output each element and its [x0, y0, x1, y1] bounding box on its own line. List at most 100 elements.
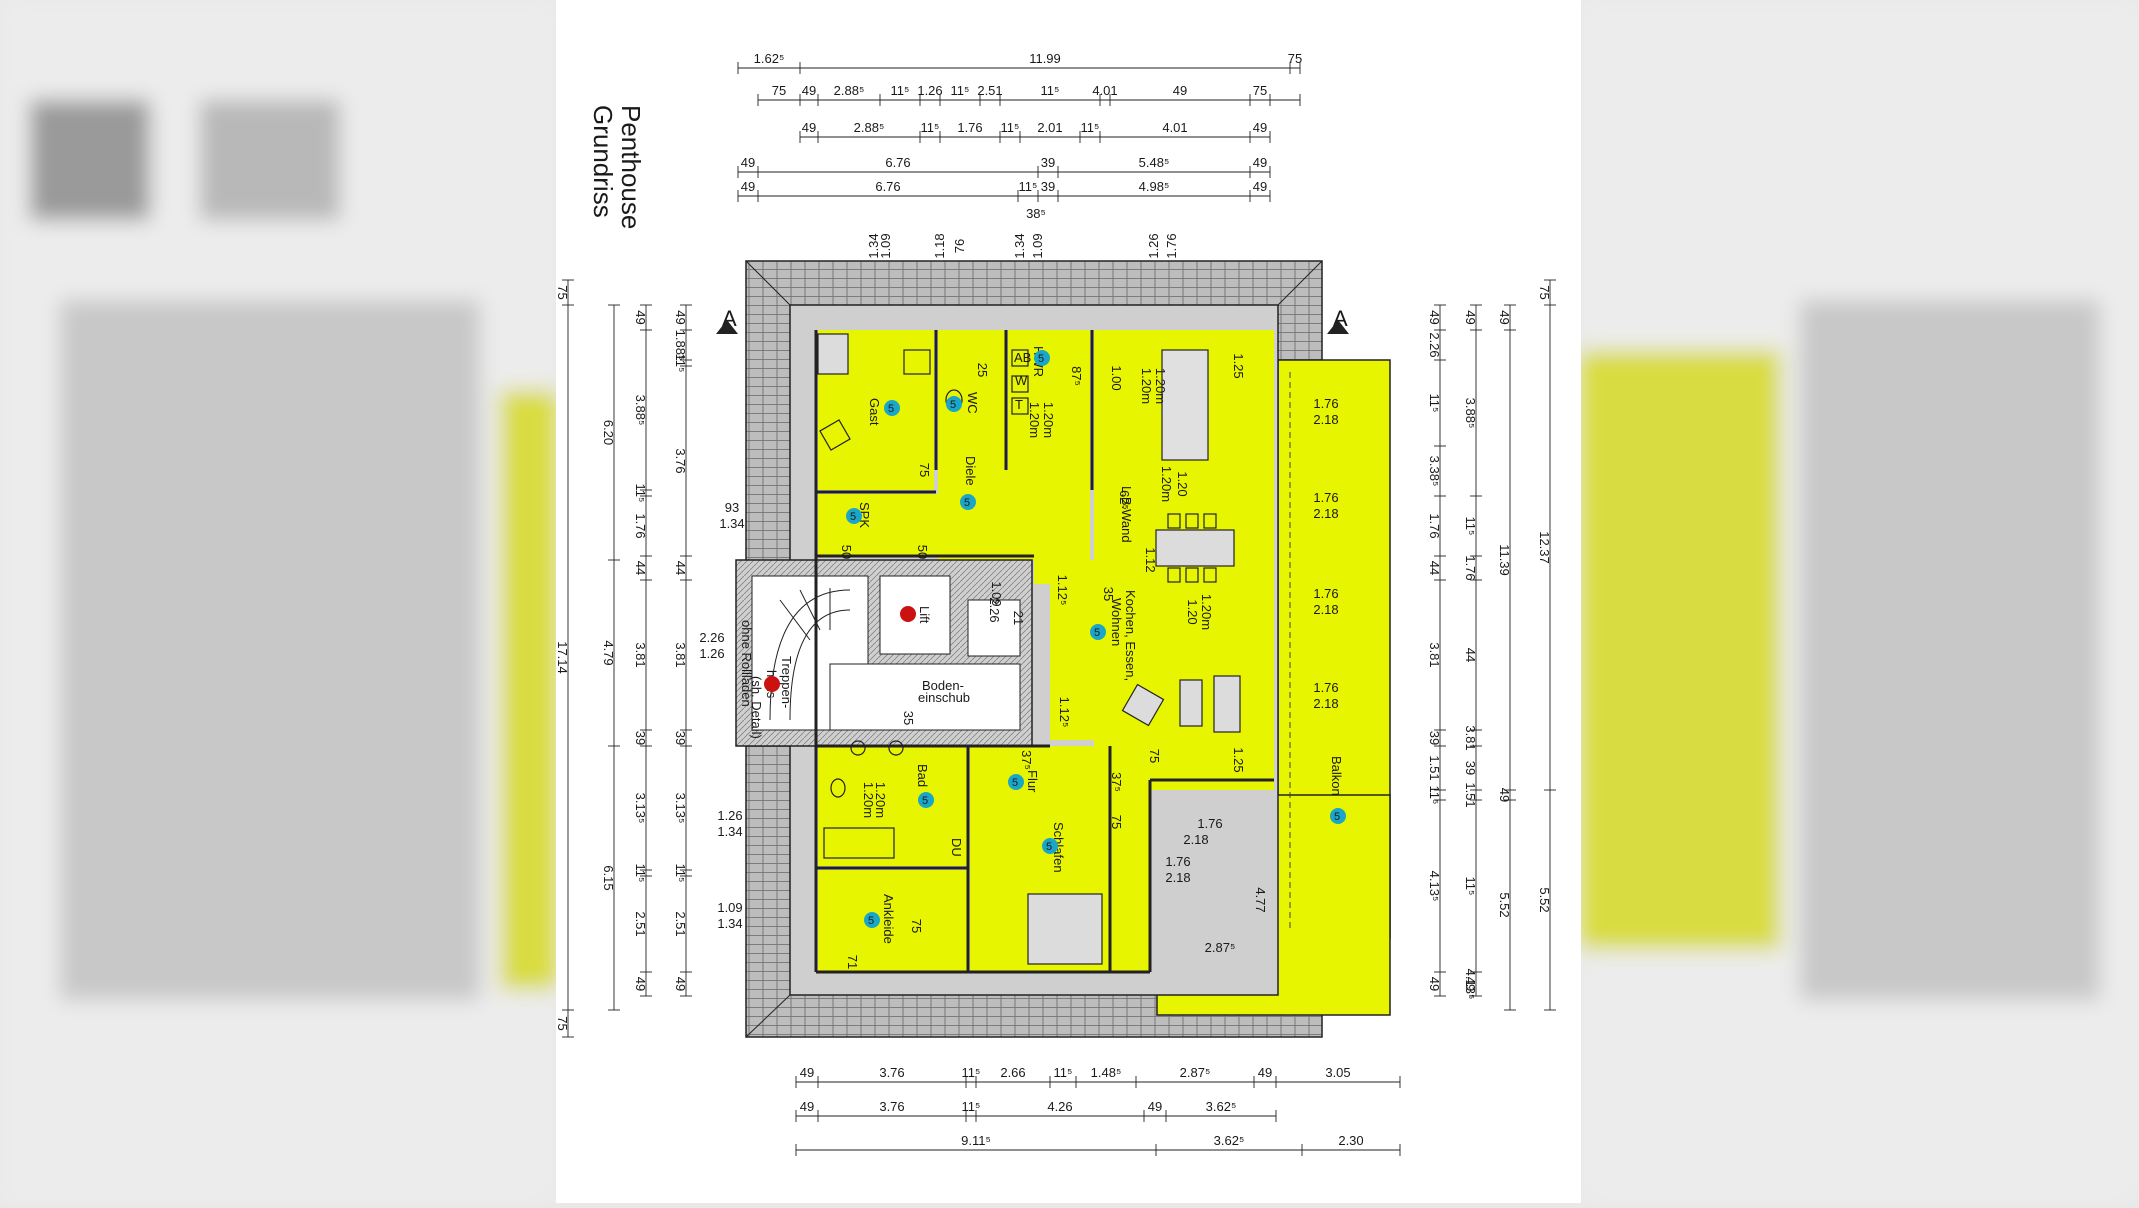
room-badges: 5 5 5 5 5 5 5 5 5 5 5 [764, 350, 1346, 928]
terrace-dim-5: 2.87⁵ [1205, 940, 1236, 955]
top-vert-label-1: 1.09 [878, 233, 893, 258]
terrace-dim-1: 2.18 [1183, 832, 1208, 847]
bottom-dim-label-2-4: 49 [1148, 1099, 1162, 1114]
door-dim-2: 1.20m [1139, 368, 1154, 404]
top-vert-label-4: 1.34 [1012, 233, 1027, 258]
room-label-lift: Lift [917, 606, 932, 624]
top-dim-label-3-3: 1.76 [957, 120, 982, 135]
room-label-treppenhaus-3: (sh. Detail) [749, 676, 764, 739]
door-dim-4: 1.20m [1159, 466, 1174, 502]
misc-dim-4: 25 [975, 363, 990, 377]
top-dim-label-2-2: 2.88⁵ [834, 83, 865, 98]
misc-dim-0: 1.25 [1231, 353, 1246, 378]
left-side-label-2: 2.26 [699, 630, 724, 645]
room-label-flur: Flur [1025, 770, 1040, 793]
right-dim-c4-label-0: 75 [1537, 285, 1552, 299]
misc-dim-2: 1.00 [1109, 365, 1124, 390]
left-dim-c4-label-10: 49 [673, 977, 688, 991]
top-dim-label-5-3: 39 [1041, 179, 1055, 194]
right-dim-c2-label-3: 1.76 [1463, 555, 1478, 580]
door-dim-7: 1.20m [1199, 594, 1214, 630]
left-dim-c4-label-8: 11⁵ [673, 864, 688, 883]
top-dim-label-2-8: 4.01 [1092, 83, 1117, 98]
left-dim-c4-label-3: 3.76 [673, 448, 688, 473]
top-dim-label-2-6: 2.51 [977, 83, 1002, 98]
top-vert-label-0: 1.34 [866, 233, 881, 258]
badge-ankleide: 5 [864, 912, 880, 928]
left-dim-c3-label-4: 44 [633, 561, 648, 575]
left-dim-c3-label-7: 3.13⁵ [633, 793, 648, 824]
door-dim-6: 1.20 [1185, 599, 1200, 624]
misc-dim-17: 75 [1109, 815, 1124, 829]
bottom-dim-label-2-0: 49 [800, 1099, 814, 1114]
right-dim-c2-label-2: 11⁵ [1463, 517, 1478, 536]
appliance-label-ab: AB [1014, 350, 1031, 365]
balcony-dim-2: 1.76 [1313, 490, 1338, 505]
bottom-dim-label-1-8: 3.05 [1325, 1065, 1350, 1080]
bottom-dim-label-1-1: 3.76 [879, 1065, 904, 1080]
left-dim-c4-label-9: 2.51 [673, 911, 688, 936]
bottom-dim-label-1-4: 11⁵ [1054, 1065, 1073, 1080]
left-dim-c3-label-6: 39 [633, 731, 648, 745]
top-dim-label-2-0: 75 [772, 83, 786, 98]
top-dim-label-5b: 38⁵ [1026, 206, 1046, 221]
right-dim-c3-label-1: 11.39 [1497, 544, 1512, 576]
badge-treppenhaus [764, 676, 780, 692]
top-dim-label-1-2: 75 [1288, 51, 1302, 66]
left-dim-c3-label-5: 3.81 [633, 642, 648, 667]
top-dim-label-4-2: 39 [1041, 155, 1055, 170]
blurred-backdrop-right [1581, 0, 2139, 1203]
right-dim-c2-label-6: 39 [1463, 761, 1478, 775]
svg-text:5: 5 [1094, 627, 1100, 639]
section-arrow-right [1327, 320, 1349, 334]
top-dim-label-1-0: 1.62⁵ [754, 51, 785, 66]
right-dim-c4-label-1: 12.37 [1537, 531, 1552, 564]
room-label-lb-wand: L.B.Wand [1119, 486, 1134, 543]
top-dim-label-3-1: 2.88⁵ [854, 120, 885, 135]
misc-dim-6: 50 [839, 545, 854, 559]
misc-dim-9: 2.26 [987, 597, 1002, 622]
right-dim-c1-label-3: 3.38⁵ [1427, 456, 1442, 487]
misc-dim-18: 37⁵ [1019, 750, 1034, 770]
room-label-kochen-1: Kochen, Essen, [1123, 590, 1138, 681]
top-dim-label-5-2: 11⁵ [1019, 179, 1038, 194]
right-dim-c1-label-9: 11⁵ [1427, 786, 1442, 805]
misc-dim-3: 87⁵ [1069, 366, 1084, 386]
misc-dim-1: 1.25 [1231, 747, 1246, 772]
terrace-dim-3: 2.18 [1165, 870, 1190, 885]
top-dim-label-2-1: 49 [802, 83, 816, 98]
left-dim-c3-label-8: 11⁵ [633, 864, 648, 883]
top-dim-label-5-5: 49 [1253, 179, 1267, 194]
top-dim-label-5-0: 49 [741, 179, 755, 194]
stair-core [735, 559, 1033, 747]
badge-hwr: 5 [1034, 350, 1050, 366]
badge-flur: 5 [1008, 774, 1024, 790]
svg-text:5: 5 [1012, 777, 1018, 789]
top-dim-label-3-7: 4.01 [1162, 120, 1187, 135]
room-label-ankleide: Ankleide [881, 894, 896, 944]
svg-text:5: 5 [888, 403, 894, 415]
bottom-dim-label-1-3: 2.66 [1000, 1065, 1025, 1080]
room-label-bodeneinschub-2: einschub [918, 690, 970, 705]
misc-dim-15: 35 [901, 711, 916, 725]
door-dim-3: 1.20m [1153, 368, 1168, 404]
dimension-lines [562, 62, 1556, 1156]
top-dim-label-4-0: 49 [741, 155, 755, 170]
top-vert-label-7: 1.76 [1164, 233, 1179, 258]
bottom-dim-label-2-3: 4.26 [1047, 1099, 1072, 1114]
right-dim-c2-label-5: 3.81 [1463, 725, 1478, 750]
badge-balkon: 5 [1330, 808, 1346, 824]
bottom-dim-label-1-5: 1.48⁵ [1091, 1065, 1122, 1080]
left-dim-c3-label-1: 3.88⁵ [633, 395, 648, 426]
right-dim-c1-label-0: 49 [1427, 310, 1442, 324]
terrace-dim-0: 1.76 [1197, 816, 1222, 831]
left-dim-c4-label-6: 39 [673, 731, 688, 745]
badge-spk: 5 [846, 508, 862, 524]
left-dim-c4-label-2: 11⁵ [673, 354, 688, 373]
top-dim-label-3-0: 49 [802, 120, 816, 135]
misc-dim-14: 1.12⁵ [1057, 697, 1072, 728]
misc-dim-10: 21 [1011, 611, 1026, 625]
room-label-bad: Bad [915, 764, 930, 787]
